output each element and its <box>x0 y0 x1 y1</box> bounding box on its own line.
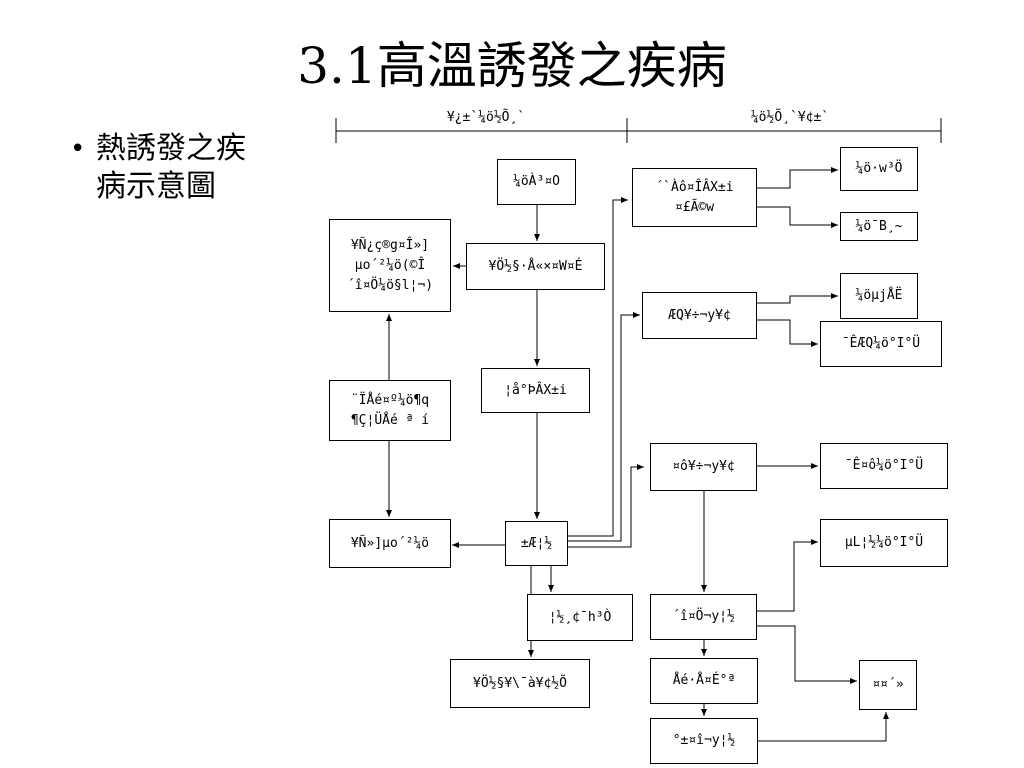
node-pivot: ±Æ¦½ <box>505 521 568 566</box>
node-heat-fail: µL¦½¼ö°I°Ü <box>820 519 948 567</box>
node-right-mid-b: ¯ÊÆQ¼ö°I°Ü <box>820 321 942 367</box>
slide-title: 3.1高溫誘發之疾病 <box>297 37 727 95</box>
node-left-top: ¥Ñ¿ç®g¤Î»] µo´²¼ö(©Î ´î¤Ö¼ö§l¦¬) <box>329 219 451 312</box>
bullet-text: 熱誘發之疾病示意圖 <box>96 131 246 204</box>
node-core: ¥Ö½§·Å«×¤W¤É <box>466 243 605 290</box>
node-body-temp: Åé·Å¤É°ª <box>650 658 758 704</box>
node-sweat-fail: ¥Ö½§¥\¯à¥¢½Õ <box>450 659 590 708</box>
node-reduce: ´î¤Ö¬y¦½ <box>650 594 757 640</box>
node-right-top-a: ¼ö·w³Ö <box>840 147 918 191</box>
node-temp-change: ¦å°ÞÂX±i <box>481 368 590 413</box>
node-right-low: ¤ô¥÷¬y¥¢ <box>650 443 757 491</box>
node-heat-source: ¼öÀ³¤O <box>497 159 576 205</box>
node-right-top: ´`Àô¤ÎÂX±i ¤£Ã­©w <box>632 168 757 227</box>
bullet-dot: • <box>70 134 86 164</box>
node-right-top-b: ¼ö¯B¸~ <box>840 212 918 241</box>
node-stop-sweat: °±¤î¬y¦½ <box>650 718 758 764</box>
header-normal-regulation: ¥¿±`¼ö½Õ¸` <box>446 110 526 125</box>
bullet-list: • 熱誘發之疾病示意圖 <box>70 130 250 206</box>
node-right-mid-a: ¼öµjÅË <box>840 273 918 319</box>
node-sweat-aid: ¦½¸¢¯h³Ò <box>527 594 633 641</box>
node-right-low-a: ¯Ê¤ô¼ö°I°Ü <box>820 443 948 489</box>
node-bottom-left: ¥Ñ»]µo´²¼ö <box>329 519 451 568</box>
node-right-mid: ÆQ¥÷¬y¥¢ <box>642 292 757 339</box>
header-regulation-failure: ¼ö½Õ¸`¥¢±` <box>750 110 830 125</box>
node-stroke: ¤¤´» <box>859 660 917 710</box>
node-mid-left: ¨ÏÅé¤º¼ö¶q ¶Ç¦ÜÅé ª í <box>329 380 451 441</box>
